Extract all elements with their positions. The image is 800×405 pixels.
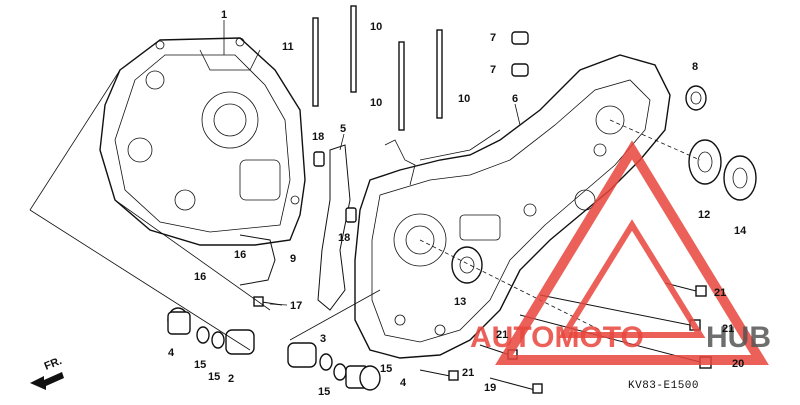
callout: 7 xyxy=(490,32,496,44)
callout: 4 xyxy=(168,347,175,359)
callout: 9 xyxy=(290,253,296,265)
callout: 5 xyxy=(340,123,346,135)
oil-pipe xyxy=(239,234,276,286)
diagram-code: KV83-E1500 xyxy=(628,380,700,392)
callout: 13 xyxy=(454,296,466,308)
front-arrow-icon xyxy=(30,372,64,390)
callout: 21 xyxy=(462,367,474,379)
callout: 19 xyxy=(484,382,496,394)
callout: 10 xyxy=(458,93,470,105)
callout: 21 xyxy=(722,323,734,335)
direction-label: FR. xyxy=(43,355,64,373)
callout: 2 xyxy=(228,373,234,385)
callout: 14 xyxy=(734,225,747,237)
callout: 21 xyxy=(714,287,726,299)
collars-and-seals xyxy=(167,307,381,391)
watermark-text-a: AUTOMOTO xyxy=(470,321,644,354)
assembly-lines xyxy=(29,69,701,351)
callout: 1 xyxy=(221,9,227,21)
callout: 11 xyxy=(282,41,294,53)
callout: 15 xyxy=(380,363,392,375)
callout: 3 xyxy=(320,333,326,345)
stud-bolts xyxy=(312,5,443,131)
callout: 16 xyxy=(234,249,246,261)
callout: 10 xyxy=(370,97,382,109)
callout: 10 xyxy=(370,21,382,33)
watermark-text-b: HUB xyxy=(706,321,771,354)
bearings xyxy=(451,85,757,284)
callout: 12 xyxy=(698,209,710,221)
callout: 8 xyxy=(692,61,698,73)
callout: 7 xyxy=(490,64,496,76)
callout: 16 xyxy=(194,271,206,283)
dowel-pins xyxy=(313,31,529,223)
callout: 4 xyxy=(400,377,407,389)
callout-labels: 1 2 3 4 4 5 6 7 7 8 9 10 10 10 11 12 13 … xyxy=(168,9,747,398)
callout: 21 xyxy=(496,329,508,341)
callout: 17 xyxy=(290,300,302,312)
watermark-logo xyxy=(495,140,769,365)
callout: 20 xyxy=(732,358,744,370)
callout: 18 xyxy=(312,131,324,143)
left-crankcase xyxy=(99,37,306,246)
callout: 15 xyxy=(318,386,330,398)
callout: 6 xyxy=(512,93,518,105)
callout: 18 xyxy=(338,232,350,244)
callout: 15 xyxy=(208,371,220,383)
gasket xyxy=(317,144,351,311)
callout: 15 xyxy=(194,359,206,371)
